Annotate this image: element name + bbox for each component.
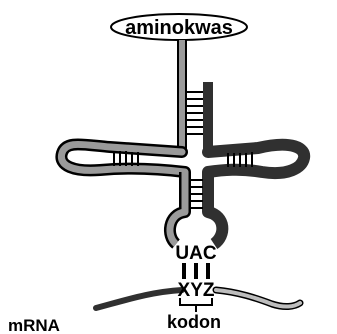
anticodon-arm-right-strand [208, 172, 222, 244]
anticodon-label: UAC [175, 243, 216, 264]
amino-acid-label: aminokwas [125, 17, 233, 39]
codon-bases-label: XYZ [178, 280, 215, 301]
anticodon-arm-base-pairs [190, 180, 203, 208]
codon-anticodon-bonds [184, 263, 208, 279]
t-arm-loop [208, 145, 304, 173]
acceptor-stem-base-pairs [187, 92, 203, 134]
mrna-label: mRNA [8, 316, 60, 334]
codon-label: kodon [167, 312, 221, 332]
mrna-strand-left [96, 290, 182, 308]
